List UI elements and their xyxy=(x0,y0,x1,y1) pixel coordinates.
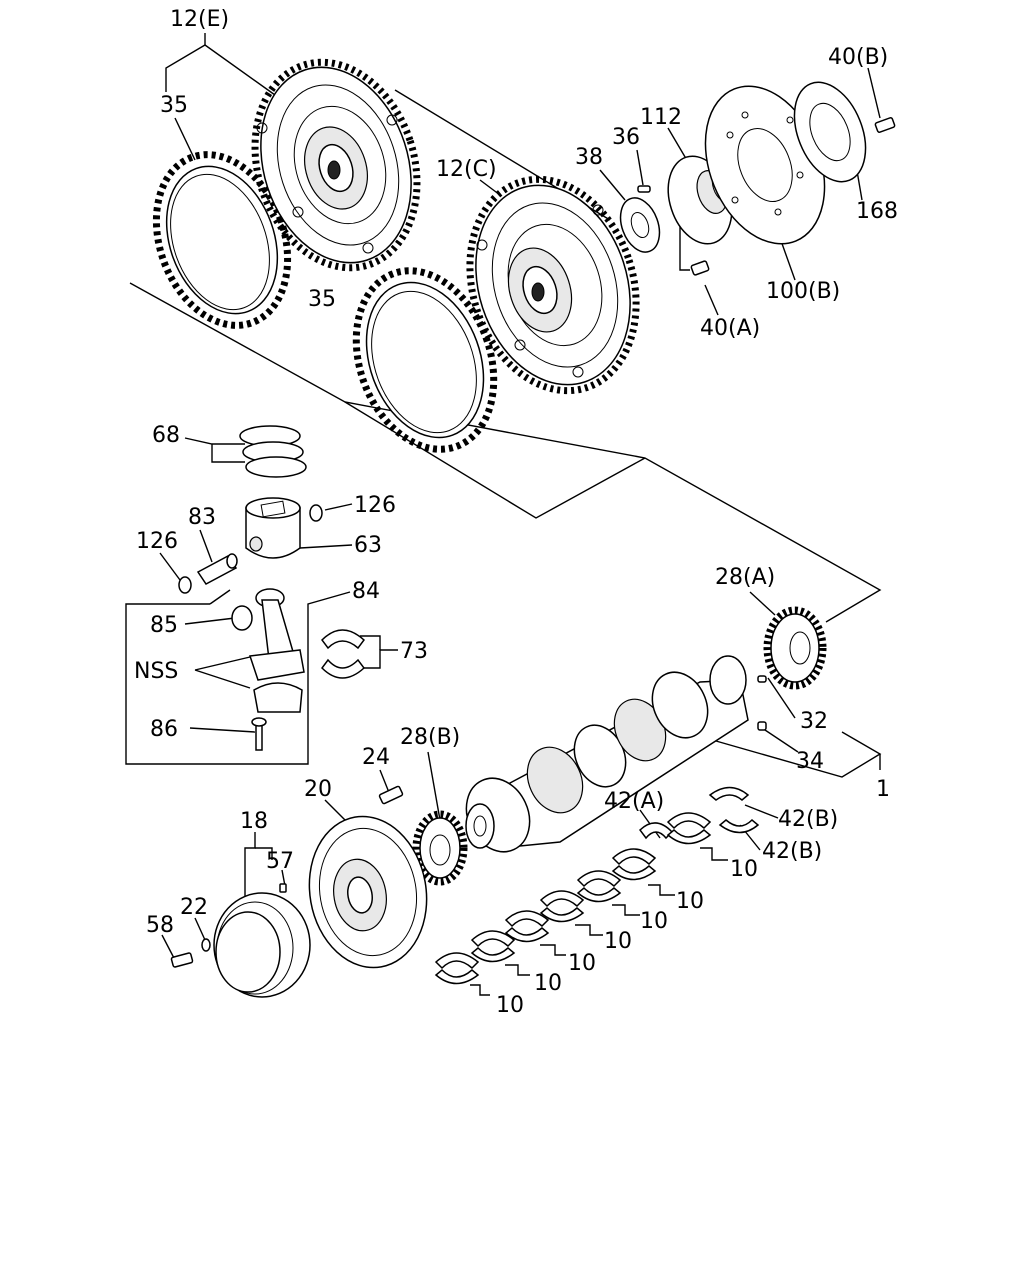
label-84: 84 xyxy=(352,579,380,604)
crankshaft xyxy=(465,606,827,853)
callout-labels: 12(E) 35 35 12(C) 38 36 112 40(B) 168 10… xyxy=(134,7,898,1018)
label-112: 112 xyxy=(640,105,682,130)
label-10-g: 10 xyxy=(496,993,524,1018)
label-24: 24 xyxy=(362,745,390,770)
label-36: 36 xyxy=(612,125,640,150)
label-nss: NSS xyxy=(134,659,178,684)
label-63: 63 xyxy=(354,533,382,558)
label-34: 34 xyxy=(796,749,824,774)
thrust-washers xyxy=(638,786,760,840)
main-bearing-shells xyxy=(434,812,712,985)
label-86: 86 xyxy=(150,717,178,742)
flex-plate-set xyxy=(619,81,896,276)
flywheel-c xyxy=(466,175,640,395)
label-126-left: 126 xyxy=(136,529,178,554)
label-28a: 28(A) xyxy=(715,565,775,590)
label-10-a: 10 xyxy=(730,857,758,882)
label-10-e: 10 xyxy=(568,951,596,976)
label-42b-upper: 42(B) xyxy=(778,807,838,832)
label-126-right: 126 xyxy=(354,493,396,518)
label-10-d: 10 xyxy=(604,929,632,954)
label-38: 38 xyxy=(575,145,603,170)
label-10-b: 10 xyxy=(676,889,704,914)
damper-18 xyxy=(170,883,311,998)
label-168: 168 xyxy=(856,199,898,224)
label-83: 83 xyxy=(188,505,216,530)
label-12e: 12(E) xyxy=(170,7,229,32)
connecting-rod xyxy=(231,588,305,751)
label-12c: 12(C) xyxy=(436,157,497,182)
ring-gear-upper xyxy=(152,151,292,329)
label-100b: 100(B) xyxy=(766,279,840,304)
label-20: 20 xyxy=(304,777,332,802)
label-58: 58 xyxy=(146,913,174,938)
label-1: 1 xyxy=(876,777,890,802)
label-42b-lower: 42(B) xyxy=(762,839,822,864)
label-40a: 40(A) xyxy=(700,316,760,341)
label-57: 57 xyxy=(266,849,294,874)
label-35-upper: 35 xyxy=(160,93,188,118)
label-68: 68 xyxy=(152,423,180,448)
label-73: 73 xyxy=(400,639,428,664)
label-85: 85 xyxy=(150,613,178,638)
label-18: 18 xyxy=(240,809,268,834)
label-42a: 42(A) xyxy=(604,789,664,814)
label-10-c: 10 xyxy=(640,909,668,934)
label-22: 22 xyxy=(180,895,208,920)
crank-pulley xyxy=(308,815,428,969)
label-35-lower: 35 xyxy=(308,287,336,312)
label-32: 32 xyxy=(800,709,828,734)
label-28b: 28(B) xyxy=(400,725,460,750)
piston-assembly xyxy=(178,425,323,594)
crank-gear-front xyxy=(378,785,468,886)
rod-bearings xyxy=(321,629,366,679)
leader-lines xyxy=(125,33,882,996)
label-40b: 40(B) xyxy=(828,45,888,70)
label-10-f: 10 xyxy=(534,971,562,996)
